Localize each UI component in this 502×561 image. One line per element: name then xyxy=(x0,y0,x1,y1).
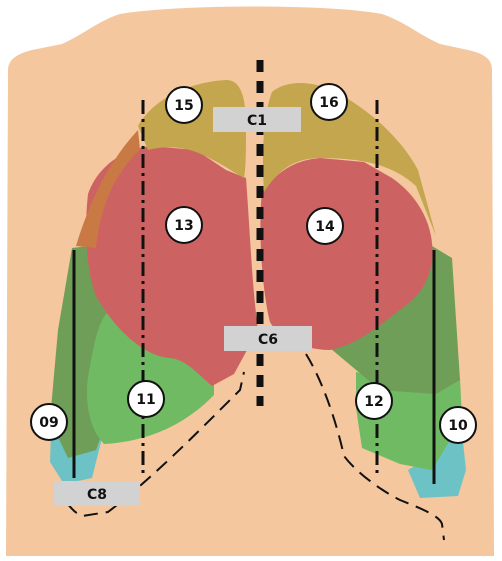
level-c8-label: C8 xyxy=(87,487,107,503)
zone-09-marker: 09 xyxy=(31,404,67,440)
zone-14-label: 14 xyxy=(315,219,335,235)
zone-16-marker: 16 xyxy=(311,84,347,120)
level-c6: C6 xyxy=(224,326,312,351)
level-c8: C8 xyxy=(54,481,140,506)
level-c6-label: C6 xyxy=(258,332,278,348)
zone-15-marker: 15 xyxy=(166,87,202,123)
zone-14-marker: 14 xyxy=(307,208,343,244)
zone-10-label: 10 xyxy=(448,418,468,434)
zone-11-label: 11 xyxy=(136,392,155,408)
level-c1: C1 xyxy=(213,107,301,132)
zone-16-label: 16 xyxy=(319,95,338,111)
zone-09-label: 09 xyxy=(39,415,58,431)
zone-10-marker: 10 xyxy=(440,407,476,443)
zone-11-marker: 11 xyxy=(128,381,164,417)
zone-12-marker: 12 xyxy=(356,383,392,419)
zone-12-label: 12 xyxy=(364,394,383,410)
zone-13-label: 13 xyxy=(174,218,193,234)
zone-15-label: 15 xyxy=(174,98,193,114)
zone-13-marker: 13 xyxy=(166,207,202,243)
level-c1-label: C1 xyxy=(247,113,267,129)
